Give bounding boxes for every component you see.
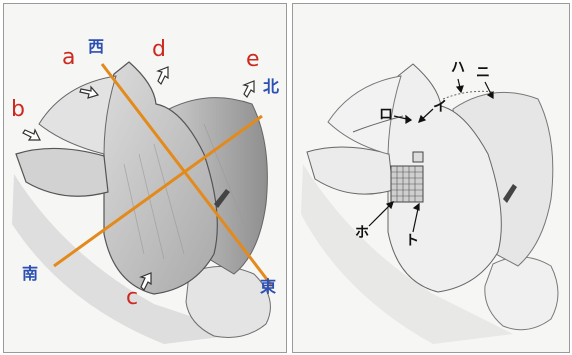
view-arrow-b-icon [23,130,40,140]
direction-south-label: 南 [22,266,38,282]
left-panel-drawing [4,4,286,352]
main-stone [102,62,218,294]
view-letter-e: e [246,49,260,71]
view-letter-c: c [126,287,138,309]
direction-east-label: 東 [260,279,276,295]
direction-west-label: 西 [88,39,104,55]
left-panel: a b c d e 西 北 南 東 [3,3,287,353]
left-wing [307,147,393,194]
right-panel-drawing [293,4,569,352]
right-panel: ロ イ ハ ニ ホ ト [292,3,570,353]
lower-rock [485,257,558,330]
callout-ni-label: ニ [476,66,490,80]
left-dome [39,76,116,154]
callout-ha-label: ハ [451,61,465,75]
view-letter-d: d [152,39,166,61]
callout-ro-label: ロ [379,108,393,122]
view-letter-b: b [11,99,25,121]
small-square [413,152,423,162]
left-wing [16,148,108,196]
callout-i-label: イ [433,100,447,114]
view-arrow-d-icon [158,67,168,84]
callout-to-label: ト [405,234,419,248]
callout-ho-label: ホ [355,226,369,240]
view-arrow-e-icon [244,81,254,97]
view-letter-a: a [62,47,75,69]
direction-north-label: 北 [263,79,279,95]
